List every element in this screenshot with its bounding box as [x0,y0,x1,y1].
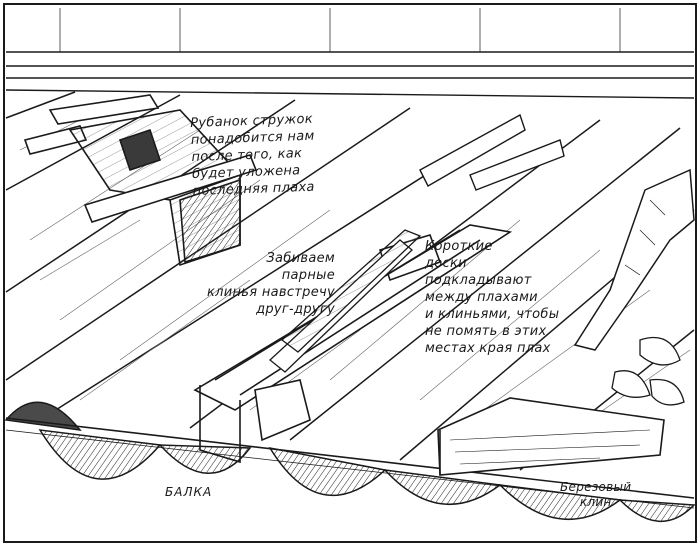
label-birch-wedge: Березовый клин [560,480,632,509]
wood-shavings [611,336,685,406]
back-wall [5,8,695,99]
label-beam: БАЛКА [165,485,213,499]
hand-plane [23,94,258,267]
short-boards [419,113,565,191]
paired-wedges [269,229,422,373]
axe-handle [573,168,695,351]
label-short-boards: Короткие доски подкладывают между плахам… [425,239,560,356]
log-ends [4,401,696,522]
beam-top-line [5,417,695,499]
label-plane: Рубанок стружок понадобится нам после то… [190,111,315,199]
label-paired-wedges: Забиваем парные клинья навстречу друг-др… [207,251,335,317]
birch-wedge [437,397,665,476]
